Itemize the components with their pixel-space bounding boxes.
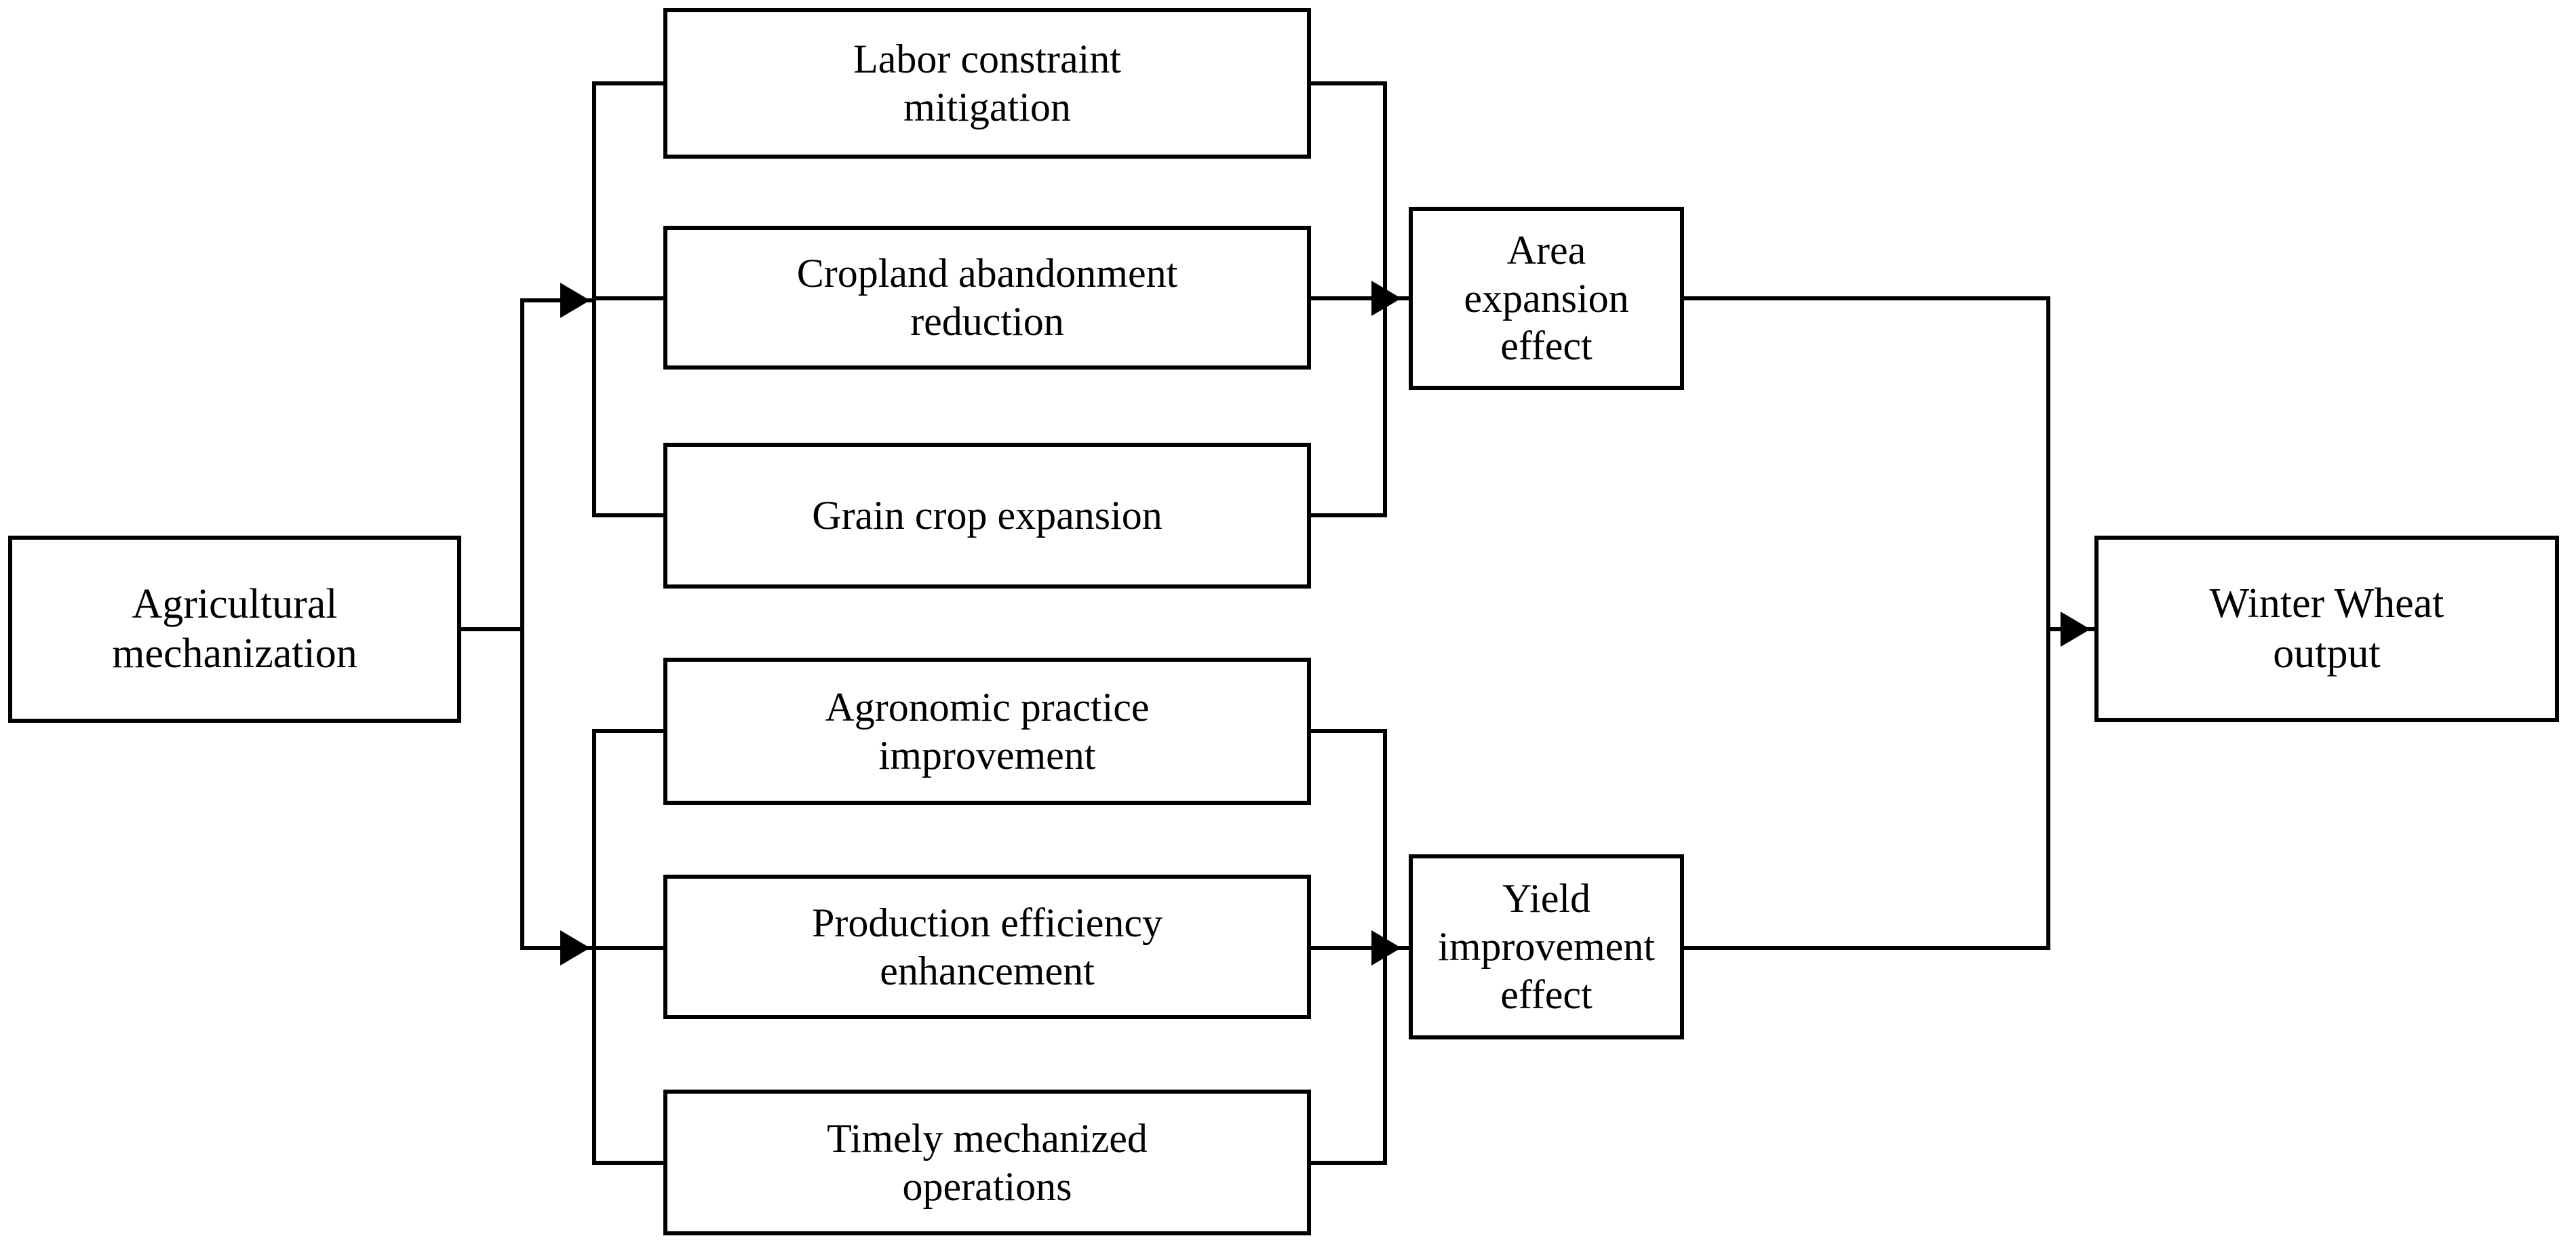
connector-to-agronomic-practice [592,729,667,733]
connector-to-labor-constraint [592,81,667,85]
arrowhead-lower-branch-icon [560,930,590,966]
node-label: Timely mechanized operations [827,1115,1148,1209]
connector-timely-out [1311,1161,1387,1165]
connector-source-stem [461,627,524,631]
connector-to-production-efficiency [592,946,667,950]
connector-source-split-up [520,298,524,629]
node-label: Yield improvement effect [1438,876,1655,1017]
node-yield-improvement-effect[interactable]: Yield improvement effect [1409,854,1684,1039]
connector-grain-out [1311,513,1387,517]
node-label: Agricultural mechanization [112,580,357,677]
node-label: Area expansion effect [1464,227,1629,369]
connector-production-out [1311,946,1409,950]
node-labor-constraint-mitigation[interactable]: Labor constraint mitigation [663,8,1311,159]
node-label: Agronomic practice improvement [825,684,1150,778]
node-agronomic-practice-improvement[interactable]: Agronomic practice improvement [663,658,1311,805]
arrowhead-yield-improvement-icon [1371,930,1401,966]
node-label: Labor constraint mitigation [853,37,1121,130]
node-label: Cropland abandonment reduction [796,251,1178,344]
connector-to-timely-operations [592,1161,667,1165]
node-label: Production efficiency enhancement [811,900,1163,993]
arrowhead-upper-branch-icon [560,283,590,318]
connector-to-cropland-abandonment [592,296,667,300]
connector-right-merge-spine [2046,296,2050,948]
connector-labor-out [1311,81,1387,85]
connector-cropland-out [1311,296,1409,300]
node-agricultural-mechanization[interactable]: Agricultural mechanization [8,536,461,723]
node-winter-wheat-output[interactable]: Winter Wheat output [2094,536,2559,722]
node-production-efficiency-enhancement[interactable]: Production efficiency enhancement [663,875,1311,1019]
connector-yield-effect-out [1684,946,2050,950]
connector-source-split-down [520,627,524,950]
node-label: Winter Wheat output [2209,580,2444,677]
connector-to-grain-crop [592,513,667,517]
connector-agronomic-out [1311,729,1387,733]
node-cropland-abandonment-reduction[interactable]: Cropland abandonment reduction [663,226,1311,370]
node-area-expansion-effect[interactable]: Area expansion effect [1409,207,1684,390]
node-grain-crop-expansion[interactable]: Grain crop expansion [663,443,1311,589]
connector-lower-branch [520,946,596,950]
connector-upper-branch [520,298,596,302]
node-timely-mechanized-operations[interactable]: Timely mechanized operations [663,1090,1311,1235]
connector-area-effect-out [1684,296,2050,300]
node-label: Grain crop expansion [812,493,1163,538]
arrowhead-area-expansion-icon [1371,281,1401,316]
arrowhead-winter-wheat-icon [2061,612,2090,647]
